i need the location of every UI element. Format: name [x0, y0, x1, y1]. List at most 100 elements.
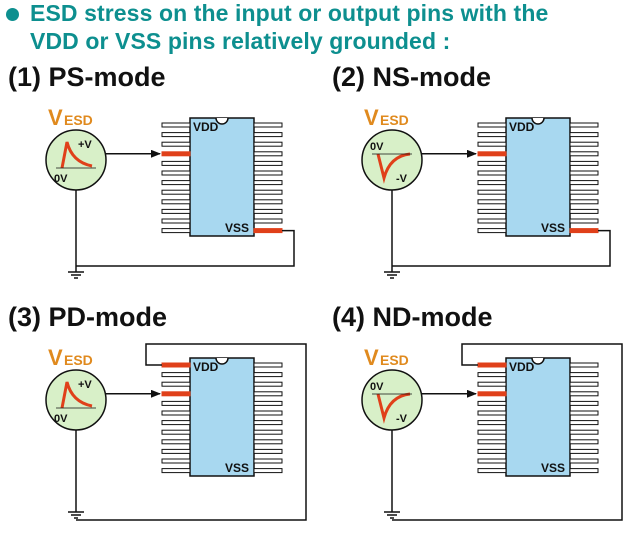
vdd-ground-wire [76, 343, 307, 521]
vesd-label: V [48, 345, 63, 370]
vdd-ground-wire [392, 343, 623, 521]
chip-pin-left [161, 122, 191, 128]
chip-pin-right [569, 458, 599, 464]
chip-pin-right [569, 468, 599, 474]
vss-ground-wire [392, 229, 611, 267]
chip-pin-left [477, 429, 507, 435]
chip-pin-right [569, 180, 599, 186]
chip-pin-right [569, 151, 599, 157]
chip-pin-left [161, 362, 191, 368]
chip-pin-right [569, 391, 599, 397]
chip-pin-left [161, 160, 191, 166]
vss-label: VSS [541, 221, 565, 235]
mode-title-ps: (1) PS-mode [8, 62, 166, 92]
vesd-subscript: ESD [64, 352, 93, 368]
chip-pin-right [569, 429, 599, 435]
vdd-label: VDD [193, 360, 219, 374]
chip-pin-left [477, 420, 507, 426]
chip-pin-right [569, 362, 599, 368]
voltage-top-label: +V [78, 379, 92, 391]
chip-pin-right [253, 381, 283, 387]
voltage-bottom-label: -V [396, 413, 408, 425]
chip-pin-right [569, 400, 599, 406]
chip-pin-right [253, 199, 283, 205]
chip-pin-left [161, 381, 191, 387]
chip-pin-right [253, 228, 283, 234]
chip-pin-right [253, 458, 283, 464]
chip-pin-left [477, 122, 507, 128]
chip-pin-left [161, 218, 191, 224]
chip-pin-right [569, 381, 599, 387]
chip-pin-left [477, 381, 507, 387]
voltage-top-label: 0V [370, 381, 384, 393]
vdd-label: VDD [509, 120, 535, 134]
vss-label: VSS [225, 221, 249, 235]
chip-pin-left [161, 141, 191, 147]
chip-pin-right [569, 199, 599, 205]
chip-pin-left [161, 458, 191, 464]
chip-pin-right [253, 372, 283, 378]
chip-pin-right [253, 132, 283, 138]
chip-pin-right [569, 228, 599, 234]
chip-pin-right [253, 362, 283, 368]
chip-pin-right [569, 189, 599, 195]
positive-pulse-waveform [60, 141, 93, 169]
voltage-top-label: +V [78, 139, 92, 151]
chip-pin-right [569, 160, 599, 166]
chip-pin-left [477, 448, 507, 454]
voltage-bottom-label: 0V [54, 173, 68, 185]
header-line-1: ESD stress on the input or output pins w… [30, 0, 549, 26]
chip-notch [531, 357, 545, 365]
chip-pin-left [477, 410, 507, 416]
chip-pin-right [253, 439, 283, 445]
header-bullet [6, 8, 19, 21]
voltage-top-label: 0V [370, 141, 384, 153]
chip-pin-right [253, 429, 283, 435]
chip-pin-right [569, 122, 599, 128]
chip-pin-right [569, 439, 599, 445]
chip-pin-right [253, 208, 283, 214]
esd-source-circle [361, 369, 423, 431]
chip-pin-left [477, 218, 507, 224]
chip-pin-right [253, 448, 283, 454]
chip-pin-right [569, 218, 599, 224]
chip-pin-right [253, 468, 283, 474]
chip-pin-right [253, 141, 283, 147]
chip-pin-left [161, 420, 191, 426]
chip-pin-left [477, 160, 507, 166]
chip-pin-left [477, 228, 507, 234]
chip-pin-right [253, 410, 283, 416]
esd-source-circle [361, 129, 423, 191]
chip-pin-right [253, 391, 283, 397]
chip-pin-left [161, 199, 191, 205]
chip-pin-right [253, 189, 283, 195]
chip-pin-right [569, 448, 599, 454]
chip-body [505, 117, 571, 237]
chip-pin-left [161, 208, 191, 214]
chip-pin-left [477, 439, 507, 445]
vss-ground-wire [76, 229, 295, 267]
chip-pin-left [477, 189, 507, 195]
chip-pin-left [477, 132, 507, 138]
chip-pin-left [161, 189, 191, 195]
vesd-label: V [364, 105, 379, 130]
chip-notch [215, 357, 229, 365]
chip-body [189, 357, 255, 477]
chip-pin-right [253, 170, 283, 176]
chip-pin-left [161, 400, 191, 406]
vesd-subscript: ESD [380, 352, 409, 368]
negative-pulse-waveform [376, 392, 411, 424]
vesd-label: V [364, 345, 379, 370]
chip-pin-right [569, 132, 599, 138]
chip-pin-left [161, 180, 191, 186]
chip-pin-left [161, 372, 191, 378]
voltage-bottom-label: 0V [54, 413, 68, 425]
chip-pin-left [161, 132, 191, 138]
chip-pin-left [477, 170, 507, 176]
chip-pin-left [161, 170, 191, 176]
vss-label: VSS [225, 461, 249, 475]
chip-pin-right [253, 122, 283, 128]
chip-pin-right [253, 420, 283, 426]
mode-title-pd: (3) PD-mode [8, 302, 168, 332]
